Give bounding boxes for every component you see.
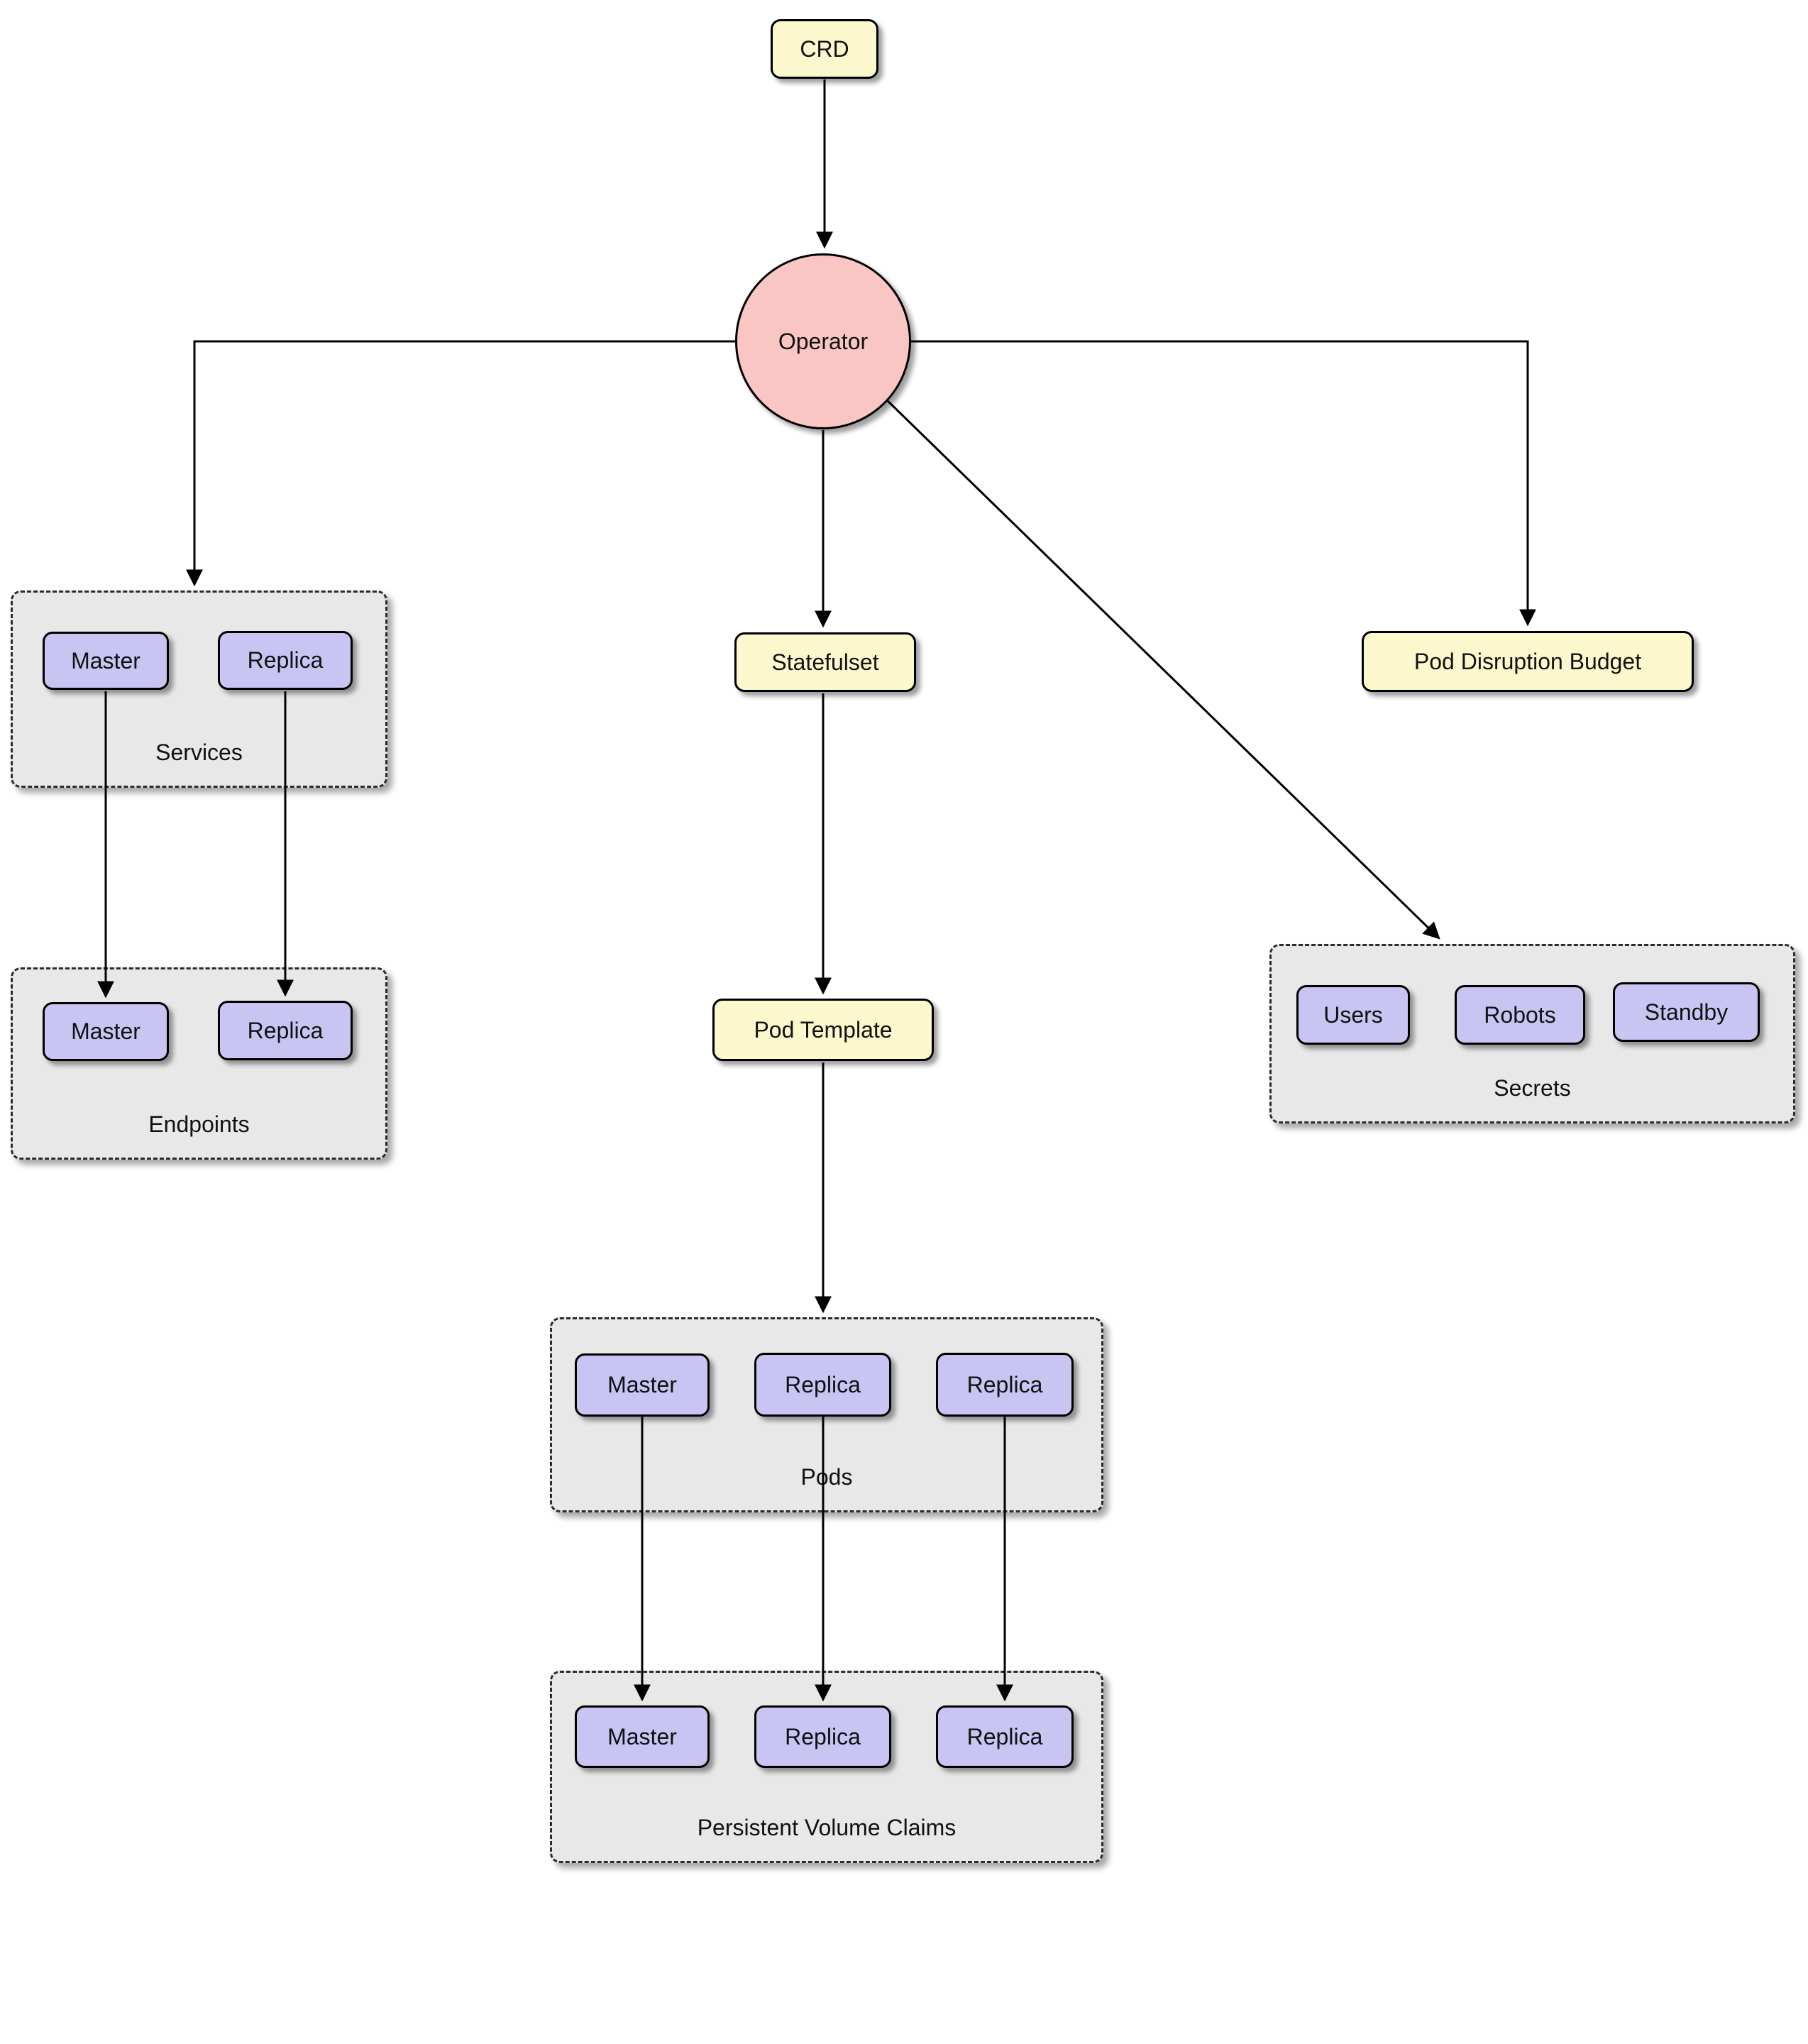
pods-group-label: Pods: [800, 1464, 853, 1490]
operator-node: Operator: [735, 253, 911, 429]
secrets-standby-node: Standby: [1613, 982, 1760, 1042]
edge-operator-to-pdb: [911, 340, 1536, 627]
pvc-replica-2-node: Replica: [936, 1705, 1074, 1768]
services-replica-node: Replica: [218, 631, 353, 690]
services-master-node: Master: [43, 632, 169, 690]
secrets-group-label: Secrets: [1494, 1075, 1571, 1101]
endpoints-group: Endpoints: [11, 967, 387, 1160]
pvc-replica-1-node: Replica: [754, 1705, 891, 1768]
secrets-users-node: Users: [1296, 985, 1410, 1045]
pods-master-node: Master: [575, 1353, 710, 1417]
crd-node: CRD: [771, 19, 878, 79]
endpoints-master-node: Master: [43, 1002, 169, 1061]
pod-template-node: Pod Template: [712, 999, 934, 1061]
endpoints-replica-node: Replica: [218, 1001, 353, 1060]
pods-replica-1-node: Replica: [754, 1353, 891, 1417]
edge-operator-to-services: [186, 340, 735, 587]
pods-replica-2-node: Replica: [936, 1353, 1074, 1417]
services-group-label: Services: [155, 740, 243, 765]
pvc-group-label: Persistent Volume Claims: [697, 1815, 957, 1840]
secrets-robots-node: Robots: [1455, 985, 1585, 1045]
pod-disruption-budget-node: Pod Disruption Budget: [1362, 631, 1694, 692]
edge-operator-to-secrets: [883, 396, 1440, 940]
statefulset-node: Statefulset: [734, 632, 916, 692]
endpoints-group-label: Endpoints: [148, 1111, 250, 1137]
pvc-master-node: Master: [575, 1705, 710, 1768]
